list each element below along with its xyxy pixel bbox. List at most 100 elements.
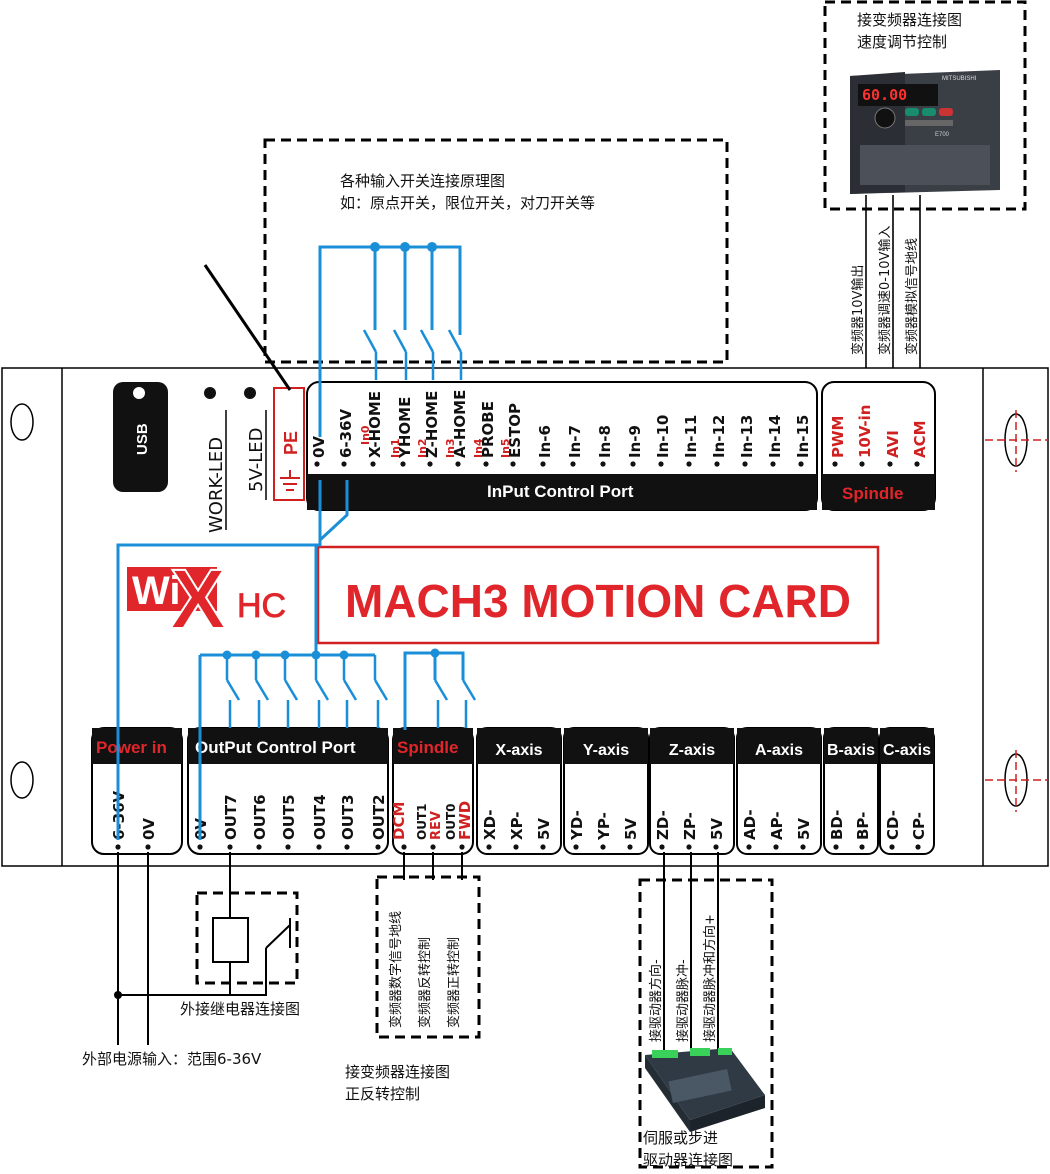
work-led-label: WORK-LED	[206, 437, 227, 533]
axis-title-1: Y-axis	[583, 742, 629, 759]
input-pin-dot	[770, 461, 776, 467]
relay-box	[195, 891, 299, 985]
spindle-top-pin-0: PWM	[829, 416, 847, 458]
inverter-dir-box	[375, 875, 481, 1039]
input-pin-3: YHOME	[396, 397, 414, 459]
input-pin-dot	[455, 461, 461, 467]
driver-wire-label-3: 接驱动器脉冲和方向+	[702, 914, 718, 1042]
input-pin-9: In-7	[566, 425, 584, 458]
logo-x: X	[170, 552, 226, 646]
axis-0-pin-0: XD-	[481, 809, 499, 840]
axis-3-pin-2: 5V	[795, 818, 813, 840]
input-pin-dot	[483, 461, 489, 467]
input-sub-4: In2	[416, 438, 429, 458]
vfd-model: E700	[935, 132, 950, 138]
wixhc-logo: Wi X HC	[127, 551, 287, 647]
spindle-bottom-pin-3: OUT0	[444, 804, 458, 840]
input-pin-dot	[686, 461, 692, 467]
note-inverter-dir-line1: 接变频器连接图	[345, 1063, 450, 1081]
output-pin-1: OUT7	[222, 794, 240, 840]
output-pin-dot	[316, 844, 322, 850]
axis-ports: X-axisXD-XP-5VY-axisYD-YP-5VZ-axisZD-ZP-…	[476, 727, 935, 855]
axis-2-pin-1: ZP-	[681, 812, 699, 840]
input-pin-dot	[400, 461, 406, 467]
input-pin-4: Z-HOME	[423, 391, 441, 458]
title-box	[316, 545, 880, 645]
input-pin-15: In-13	[738, 415, 756, 458]
output-pin-3: OUT5	[280, 794, 298, 840]
input-pin-16: In-14	[766, 415, 784, 458]
power-pin-1: 0V	[140, 818, 158, 840]
spindle-top-dot	[859, 461, 865, 467]
vfd-wire-label-2: 变频器调速0-10V输入	[877, 226, 893, 355]
input-pin-5: A-HOME	[451, 390, 469, 458]
axis-pin-dot	[600, 844, 606, 850]
axis-4-pin-0: BD-	[828, 810, 846, 840]
logo-w: Wi	[132, 569, 181, 613]
note-relay: 外接继电器连接图	[180, 1000, 300, 1018]
axis-pin-dot	[859, 844, 865, 850]
spindle-bottom-pin-1: OUT1	[415, 804, 429, 840]
axis-pin-dot	[773, 844, 779, 850]
input-pin-14: In-12	[710, 415, 728, 458]
input-pin-6: PROBE	[479, 401, 497, 458]
axis-pin-dot	[746, 844, 752, 850]
input-pin-2: X-HOME	[366, 391, 384, 458]
axis-pin-dot	[713, 844, 719, 850]
axis-3-pin-0: AD-	[741, 809, 759, 840]
axis-1-pin-2: 5V	[622, 818, 640, 840]
ground-icon	[280, 470, 300, 491]
axis-2-pin-2: 5V	[708, 818, 726, 840]
input-pin-dot	[600, 461, 606, 467]
axis-title-5: C-axis	[883, 742, 931, 759]
mount-hole	[10, 761, 34, 799]
input-pin-dot	[427, 461, 433, 467]
spindle-wire-label-1: 变频器数字信号地线	[388, 911, 404, 1028]
axis-pin-dot	[627, 844, 633, 850]
note-vfd-line2: 速度调节控制	[857, 33, 947, 51]
output-pin-dot	[197, 844, 203, 850]
pe-label: PE	[281, 431, 301, 455]
axis-1-pin-0: YD-	[568, 810, 586, 841]
spindle-wire-label-2: 变频器反转控制	[417, 937, 433, 1028]
axis-2-pin-0: ZD-	[654, 810, 672, 840]
output-pin-dot	[227, 844, 233, 850]
5v-led-label: 5V-LED	[246, 428, 267, 492]
axis-pin-dot	[889, 844, 895, 850]
mount-hole	[10, 403, 34, 441]
driver-box	[638, 878, 774, 1169]
axis-pin-dot	[486, 844, 492, 850]
input-pin-dot	[714, 461, 720, 467]
axis-pin-dot	[513, 844, 519, 850]
spindle-top-pin-3: ACM	[911, 420, 929, 458]
note-vfd-line1: 接变频器连接图	[857, 11, 962, 29]
axis-0-pin-1: XP-	[508, 811, 526, 840]
input-port-header	[307, 474, 817, 510]
input-sub-3: In1	[389, 438, 402, 458]
axis-4-pin-1: BP-	[854, 812, 872, 840]
spindle-bottom-pin-0: DCM	[390, 802, 408, 840]
note-input-line1: 各种输入开关连接原理图	[340, 172, 505, 190]
axis-1-pin-1: YP-	[595, 812, 613, 841]
input-port-title: InPut Control Port	[487, 482, 634, 501]
board-title: MACH3 MOTION CARD	[345, 575, 851, 627]
output-pin-2: OUT6	[251, 794, 269, 840]
input-pin-17: In-15	[794, 415, 812, 458]
input-pin-11: In-9	[626, 425, 644, 458]
input-sub-6: In4	[472, 438, 485, 458]
axis-3-pin-1: AP-	[768, 811, 786, 840]
input-pin-12: In-10	[654, 415, 672, 458]
power-in-title: Power in	[96, 738, 167, 757]
spindle-bottom-dot	[459, 844, 465, 850]
axis-5-pin-0: CD-	[884, 810, 902, 840]
output-port-title: OutPut Control Port	[195, 738, 356, 757]
axis-5-pin-1: CP-	[910, 812, 928, 840]
spindle-bottom-pin-2: REV	[429, 811, 444, 840]
power-pin-dot	[145, 844, 151, 850]
driver-device	[645, 1048, 765, 1132]
note-driver-line2: 驱动器连接图	[643, 1151, 733, 1169]
input-pin-dot	[314, 461, 320, 467]
